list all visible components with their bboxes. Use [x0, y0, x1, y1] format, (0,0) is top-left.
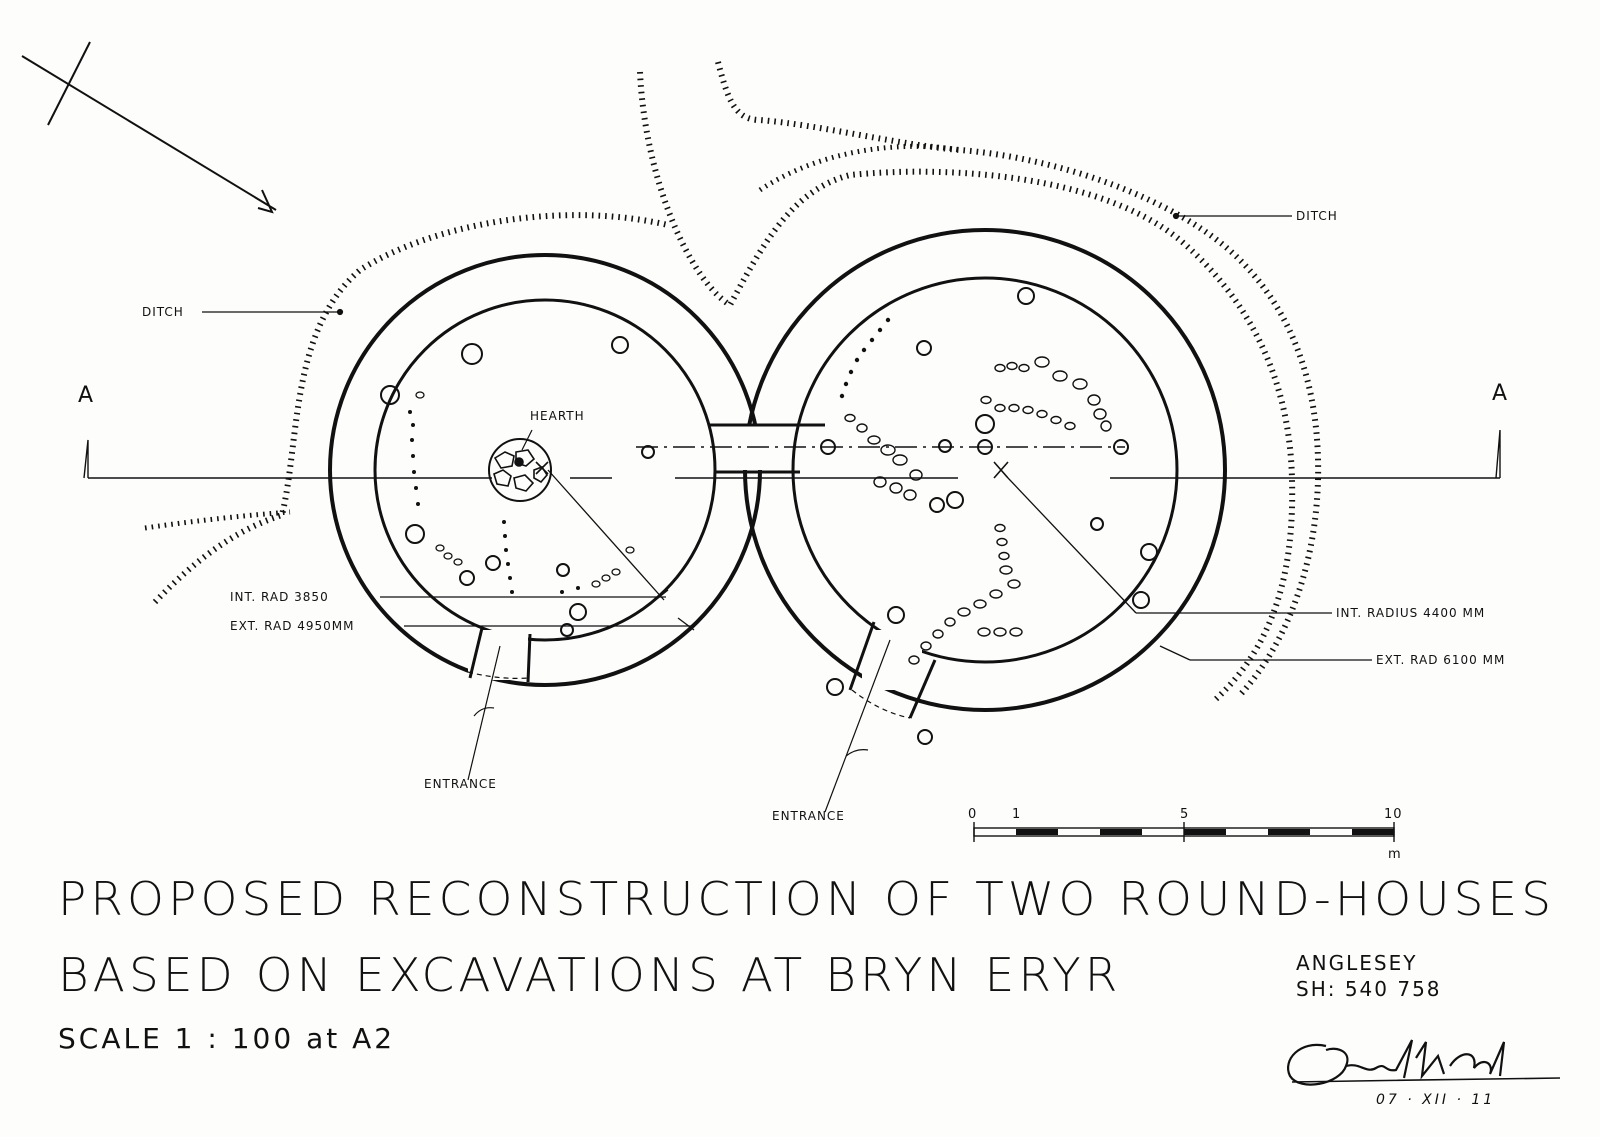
- scale-tick-10: 10: [1384, 807, 1403, 822]
- scale-note: SCALE 1 : 100 at A2: [58, 1022, 396, 1055]
- signature-date: 07 · XII · 11: [1376, 1092, 1496, 1108]
- signature: [1287, 1039, 1561, 1086]
- location-block: ANGLESEY SH: 540 758: [1296, 950, 1442, 1002]
- right-house-outer-wall: [743, 228, 1227, 712]
- ditch-label-left: DITCH: [142, 305, 184, 319]
- entrance-label-left: ENTRANCE: [424, 777, 497, 791]
- title-line-1: PROPOSED RECONSTRUCTION OF TWO ROUND-HOU…: [58, 872, 1556, 926]
- section-line: [83, 429, 1501, 479]
- north-arrow: [21, 41, 277, 214]
- left-ditch-end: [144, 509, 291, 531]
- int-rad-right-label: INT. RADIUS 4400 MM: [1336, 606, 1485, 620]
- section-label-right: A: [1492, 381, 1508, 406]
- north-arrow-crossbar: [47, 41, 91, 126]
- left-ditch: [152, 212, 669, 605]
- left-house-inner-wall: [373, 298, 717, 642]
- scale-tick-0: 0: [968, 807, 977, 822]
- scale-bar: [973, 822, 1395, 842]
- left-house-postholes: [380, 336, 655, 637]
- hearth: [488, 438, 552, 502]
- connecting-passage: [708, 423, 825, 474]
- left-house-stakeholes: [408, 410, 580, 594]
- scale-unit: m: [1388, 847, 1402, 862]
- int-rad-left-label: INT. RAD 3850: [230, 590, 329, 604]
- entrance-label-right: ENTRANCE: [772, 809, 845, 823]
- grid-reference: SH: 540 758: [1296, 977, 1442, 1001]
- right-house-stakeholes: [839, 317, 891, 399]
- house-walls: [328, 228, 1227, 712]
- hearth-label: HEARTH: [530, 409, 585, 423]
- county-label: ANGLESEY: [1296, 951, 1418, 975]
- ditch-label-right: DITCH: [1296, 209, 1338, 223]
- right-house-inner-wall: [791, 276, 1179, 664]
- scale-tick-1: 1: [1012, 807, 1021, 822]
- scale-tick-5: 5: [1180, 807, 1189, 822]
- right-house-postholes: [820, 287, 1158, 745]
- ext-rad-left-label: EXT. RAD 4950MM: [230, 619, 355, 633]
- ext-rad-right-label: EXT. RAD 6100 MM: [1376, 653, 1505, 667]
- north-glyph: [257, 189, 274, 214]
- right-house-stone-arc: [844, 356, 1112, 665]
- title-line-2: BASED ON EXCAVATIONS AT BRYN ERYR: [58, 948, 1122, 1002]
- entrance-jambs: [468, 621, 937, 719]
- north-arrow-shaft: [21, 55, 277, 211]
- right-ditch-outer: [715, 61, 1322, 698]
- leader-lines: [202, 212, 1372, 813]
- radius-lines: [547, 469, 1191, 661]
- right-ditch: [637, 71, 1296, 703]
- section-label-left: A: [78, 383, 94, 408]
- left-house-outer-wall: [328, 253, 762, 687]
